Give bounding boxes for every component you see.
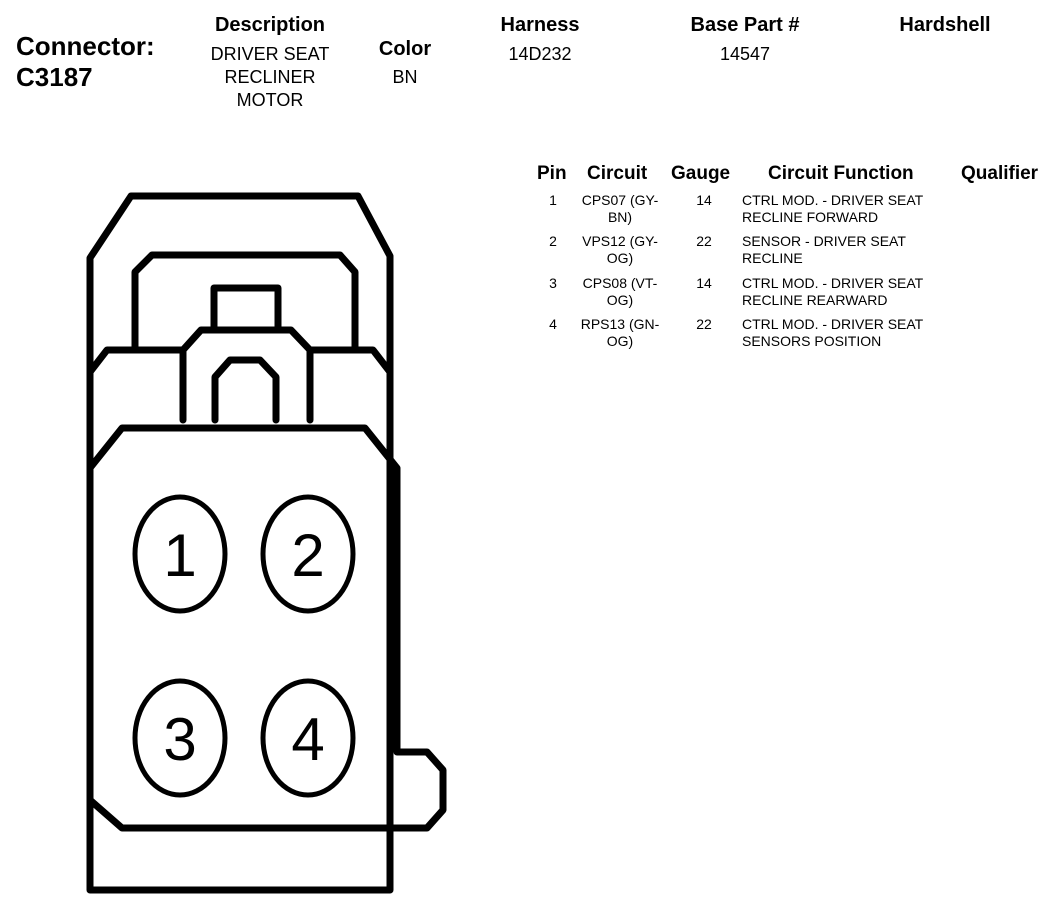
pin-label-3: 3 [163, 706, 196, 773]
gauge-cell: 14 [696, 192, 712, 208]
pin-label-1: 1 [163, 522, 196, 589]
pin-label-2: 2 [291, 522, 324, 589]
connector-id: C3187 [16, 62, 93, 92]
function-cell: CTRL MOD. - DRIVER SEAT RECLINE REARWARD [742, 275, 957, 309]
description-line: MOTOR [236, 90, 304, 110]
lock-tab-outer [179, 326, 314, 424]
function-cell: CTRL MOD. - DRIVER SEAT SENSORS POSITION [742, 316, 957, 350]
col-gauge-header: Gauge [671, 163, 731, 184]
gauge-cell: 22 [696, 316, 712, 332]
circuit-cell: VPS12 (GY- OG) [565, 233, 675, 267]
hardshell-header: Hardshell [899, 14, 991, 36]
circuit-line: CPS07 (GY- [581, 192, 659, 208]
description-line: DRIVER SEAT [210, 44, 330, 64]
cavity-4 [260, 678, 356, 798]
gauge-cell: 22 [696, 233, 712, 249]
description-line: RECLINER [224, 67, 316, 87]
harness-value: 14D232 [508, 44, 572, 64]
connector-label: Connector: [16, 31, 155, 61]
col-pin-header: Pin [537, 163, 567, 184]
function-line: CTRL MOD. - DRIVER SEAT [742, 275, 924, 291]
function-cell: SENSOR - DRIVER SEAT RECLINE [742, 233, 957, 267]
circuit-cell: CPS08 (VT- OG) [565, 275, 675, 309]
function-line: CTRL MOD. - DRIVER SEAT [742, 192, 924, 208]
circuit-line: OG) [606, 292, 634, 308]
connector-title: Connector: C3187 [16, 31, 155, 93]
circuit-line: CPS08 (VT- [582, 275, 658, 291]
pin-label-4: 4 [291, 706, 324, 773]
function-line: SENSOR - DRIVER SEAT [742, 233, 906, 249]
main-face [86, 424, 447, 832]
pin-cell: 2 [549, 233, 557, 249]
function-line: RECLINE REARWARD [742, 292, 888, 308]
gauge-cell: 14 [696, 275, 712, 291]
pin-cell: 1 [549, 192, 557, 208]
color-value: BN [392, 67, 418, 87]
function-line: CTRL MOD. - DRIVER SEAT [742, 316, 924, 332]
lock-tab-top [210, 284, 282, 334]
circuit-cell: RPS13 (GN- OG) [565, 316, 675, 350]
description-value: DRIVER SEAT RECLINER MOTOR [180, 43, 360, 112]
base-part-header: Base Part # [690, 14, 800, 36]
function-line: RECLINE [742, 250, 803, 266]
col-circuit-header: Circuit [587, 163, 648, 184]
function-cell: CTRL MOD. - DRIVER SEAT RECLINE FORWARD [742, 192, 957, 226]
color-header: Color [378, 38, 432, 60]
circuit-line: VPS12 (GY- [582, 233, 658, 249]
circuit-cell: CPS07 (GY- BN) [565, 192, 675, 226]
cavity-3 [132, 678, 228, 798]
cavity-2 [260, 494, 356, 614]
circuit-line: OG) [606, 333, 634, 349]
pin-cell: 3 [549, 275, 557, 291]
function-line: RECLINE FORWARD [742, 209, 879, 225]
base-part-value: 14547 [719, 44, 771, 64]
pin-cell: 4 [549, 316, 557, 332]
housing-outline [86, 192, 394, 894]
function-line: SENSORS POSITION [742, 333, 882, 349]
latch-frame [131, 251, 359, 354]
lock-tab-inner [211, 356, 280, 424]
circuit-line: OG) [606, 250, 634, 266]
description-header: Description [214, 14, 326, 36]
col-qualifier-header: Qualifier [961, 163, 1039, 184]
mid-band [86, 346, 394, 376]
circuit-line: RPS13 (GN- [580, 316, 660, 332]
col-function-header: Circuit Function [768, 163, 914, 184]
cavity-1 [132, 494, 228, 614]
harness-header: Harness [500, 14, 580, 36]
circuit-line: BN) [607, 209, 633, 225]
